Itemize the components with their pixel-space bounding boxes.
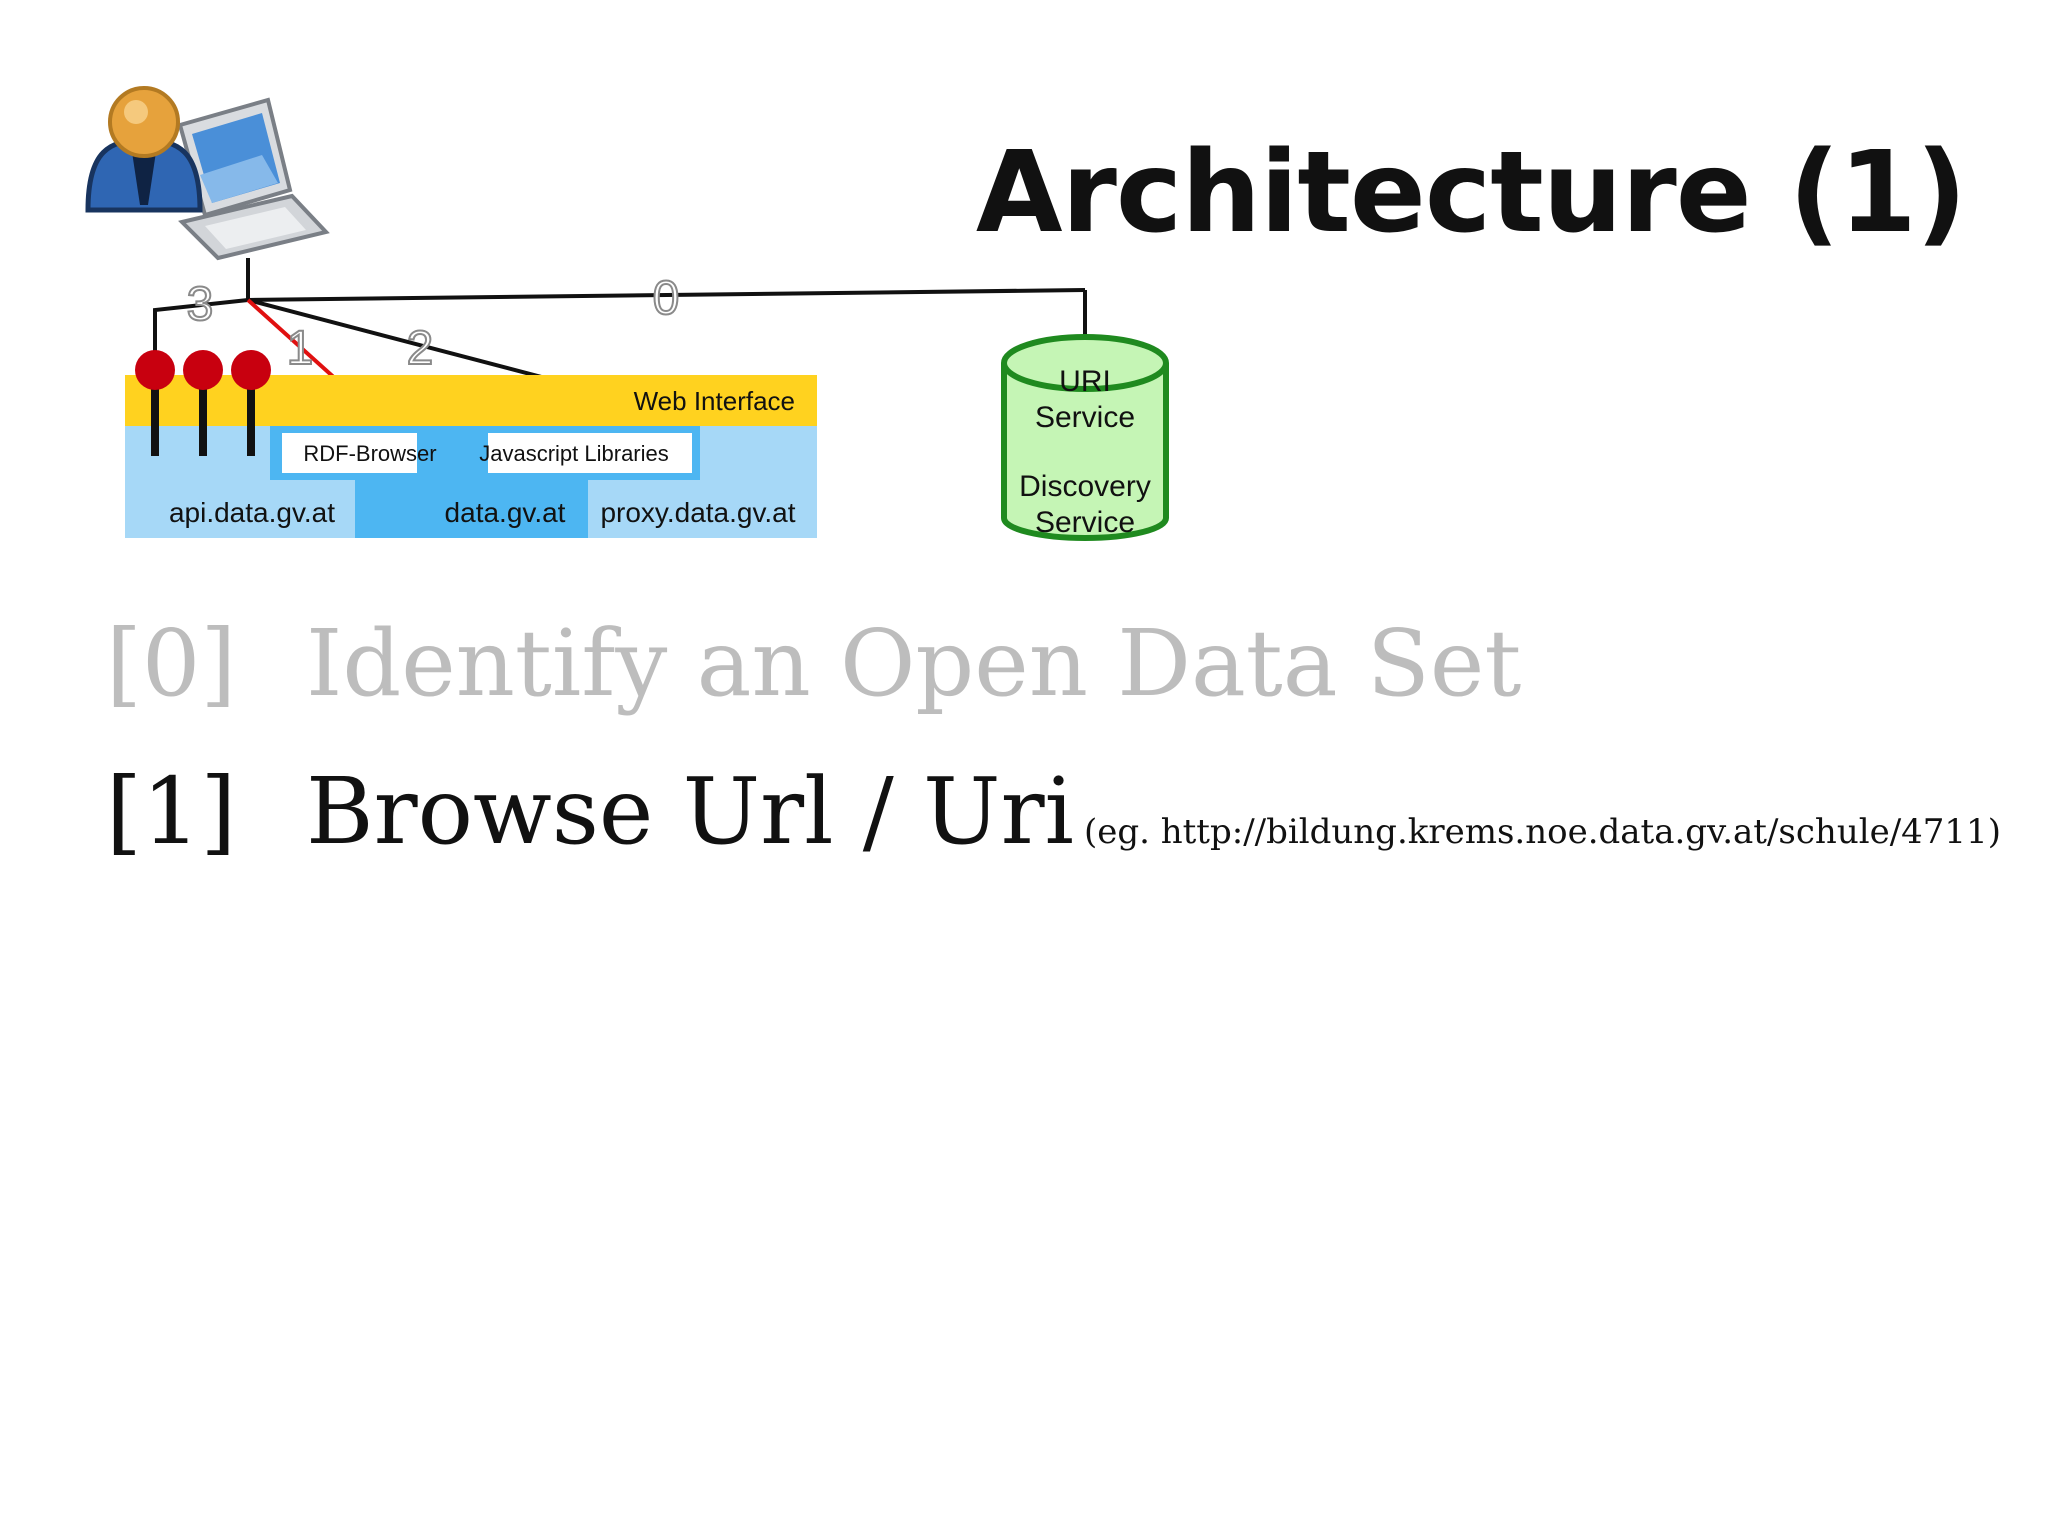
web-interface-label: Web Interface: [634, 386, 795, 416]
slide-title: Architecture (1): [975, 128, 1967, 258]
rdf-browser-label: RDF-Browser: [303, 441, 436, 466]
architecture-layers: Web Interface RDF-Browser Javascript Lib…: [125, 375, 817, 538]
uri-service-cylinder: URI Service Discovery Service: [1001, 334, 1169, 541]
step-labels: 0 1 2 3: [186, 271, 681, 376]
bullet-note: (eg. http://bildung.krems.noe.data.gv.at…: [1083, 812, 2001, 852]
uri-service-label-line2: Service: [1035, 401, 1135, 434]
bullet-text: Identify an Open Data Set: [306, 610, 1522, 717]
host-data: data.gv.at: [445, 497, 566, 528]
discovery-service-label-line1: Discovery: [1019, 470, 1151, 503]
user-icon: [85, 86, 203, 213]
step-label-1: 1: [287, 322, 314, 375]
js-libraries-box: [488, 433, 692, 473]
bullet-item-1: [1] Browse Url / Uri(eg. http://bildung.k…: [106, 758, 2001, 865]
bullet-text: Browse Url / Uri: [306, 758, 1074, 865]
bullet-number: [1]: [106, 758, 237, 865]
laptop-icon: [177, 97, 330, 261]
bullet-number: [0]: [106, 610, 237, 717]
host-proxy: proxy.data.gv.at: [600, 497, 795, 528]
api-pin: [135, 350, 175, 456]
api-pins: [135, 350, 271, 456]
api-pin: [183, 350, 223, 456]
api-pin: [231, 350, 271, 456]
host-api: api.data.gv.at: [169, 497, 335, 528]
architecture-diagram: 0 1 2 3 Web Interface RDF-Browser Javasc…: [85, 86, 1169, 541]
user-with-laptop-icon: [85, 86, 330, 261]
uri-service-label-line1: URI: [1059, 365, 1111, 398]
data-gv-at-band: [355, 480, 588, 538]
step-label-0: 0: [653, 272, 680, 325]
step-label-3: 3: [187, 278, 214, 331]
js-libraries-label: Javascript Libraries: [479, 441, 669, 466]
step-label-2: 2: [407, 322, 434, 375]
rdf-browser-box: [282, 433, 417, 473]
discovery-service-label-line2: Service: [1035, 506, 1135, 539]
bullet-item-0: [0] Identify an Open Data Set: [106, 610, 1521, 717]
